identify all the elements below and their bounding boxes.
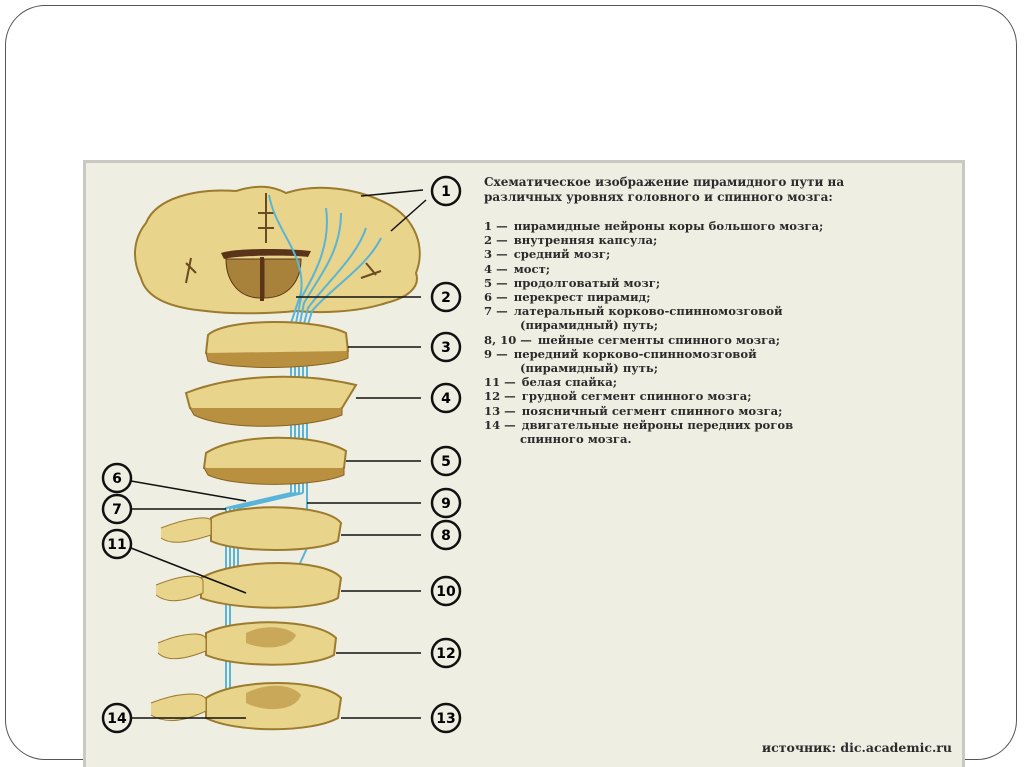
svg-text:2: 2 bbox=[441, 290, 451, 306]
legend-item: 12 — грудной сегмент спинного мозга; bbox=[484, 389, 964, 403]
legend-items: 1 — пирамидные нейроны коры большого мозг… bbox=[484, 219, 964, 446]
callout-6: 6 bbox=[101, 462, 133, 494]
callout-9: 9 bbox=[430, 487, 462, 519]
legend-item-text: двигательные нейроны передних рогов bbox=[521, 417, 794, 432]
legend-item: 6 — перекрест пирамид; bbox=[484, 290, 964, 304]
thoracic-segment-12 bbox=[157, 621, 338, 666]
legend-item: 11 — белая спайка; bbox=[484, 375, 964, 389]
legend-item: 7 — латеральный корково-спинномозговой bbox=[484, 304, 964, 318]
legend-item-text: передний корково-спинномозговой bbox=[513, 346, 757, 361]
callout-11: 11 bbox=[101, 528, 133, 560]
brain-section bbox=[134, 185, 421, 315]
legend-item-text: мост; bbox=[513, 261, 551, 276]
corticospinal-tract bbox=[268, 194, 382, 493]
legend-item-number: 4 — bbox=[484, 261, 508, 276]
legend-item-number: 12 — bbox=[484, 389, 516, 404]
legend-item-text: грудной сегмент спинного мозга; bbox=[521, 389, 752, 404]
svg-text:7: 7 bbox=[112, 502, 122, 518]
callout-14: 14 bbox=[101, 702, 133, 734]
svg-text:3: 3 bbox=[441, 340, 451, 356]
svg-text:14: 14 bbox=[107, 711, 127, 727]
legend-item-number: 9 — bbox=[484, 346, 508, 361]
callout-1: 1 bbox=[430, 175, 462, 207]
callout-5: 5 bbox=[430, 445, 462, 477]
callout-13: 13 bbox=[430, 702, 462, 734]
svg-text:12: 12 bbox=[436, 646, 455, 662]
legend-item: 4 — мост; bbox=[484, 262, 964, 276]
legend-item: 3 — средний мозг; bbox=[484, 247, 964, 261]
legend-item-number: 11 — bbox=[484, 375, 516, 390]
legend-item-text: шейные сегменты спинного мозга; bbox=[537, 332, 780, 347]
lumbar-segment-13 bbox=[150, 682, 343, 731]
svg-text:13: 13 bbox=[436, 711, 455, 727]
legend-item-text: латеральный корково-спинномозговой bbox=[513, 304, 783, 319]
callout-8: 8 bbox=[430, 519, 462, 551]
svg-text:11: 11 bbox=[107, 537, 126, 553]
callout-4: 4 bbox=[430, 382, 462, 414]
midbrain-section bbox=[204, 321, 350, 368]
legend-item-text: пирамидные нейроны коры большого мозга; bbox=[513, 219, 824, 233]
legend-item-text: внутренняя капсула; bbox=[513, 233, 658, 248]
legend-item-number: 2 — bbox=[484, 233, 508, 248]
callout-lines bbox=[130, 189, 427, 719]
legend-item-number: 14 — bbox=[484, 417, 516, 432]
figure-title-line-2: различных уровнях головного и спинного м… bbox=[484, 190, 833, 204]
legend-item-continuation: (пирамидный) путь; bbox=[520, 361, 659, 376]
source-caption: источник: dic.academic.ru bbox=[761, 740, 952, 755]
legend-item-number: 8, 10 — bbox=[484, 332, 532, 347]
pyramidal-tract-diagram: 1 2 3 4 5 6 7 9 8 11 10 12 14 13 bbox=[101, 175, 462, 734]
legend-item-continuation: (пирамидный) путь; bbox=[520, 318, 659, 333]
legend-item-text: белая спайка; bbox=[521, 375, 617, 390]
legend-item-continuation: спинного мозга. bbox=[520, 432, 632, 447]
legend-item-text: поясничный сегмент спинного мозга; bbox=[521, 403, 783, 418]
figure-title-line-1: Схематическое изображение пирамидного пу… bbox=[484, 175, 845, 189]
svg-text:8: 8 bbox=[441, 528, 451, 544]
svg-text:4: 4 bbox=[441, 391, 451, 407]
legend-item: 2 — внутренняя капсула; bbox=[484, 233, 964, 247]
cervical-segment-8 bbox=[160, 506, 343, 551]
callout-10: 10 bbox=[430, 575, 462, 607]
legend-item: 9 — передний корково-спинномозговой bbox=[484, 347, 964, 361]
legend-item: 1 — пирамидные нейроны коры большого мозг… bbox=[484, 219, 964, 233]
svg-text:1: 1 bbox=[441, 184, 451, 200]
svg-text:9: 9 bbox=[441, 496, 451, 512]
legend-item-number: 3 — bbox=[484, 247, 508, 262]
medulla-section bbox=[202, 436, 348, 485]
legend-item-number: 13 — bbox=[484, 403, 516, 418]
svg-text:5: 5 bbox=[441, 454, 451, 470]
legend-item-number: 1 — bbox=[484, 219, 508, 233]
legend-item: 13 — поясничный сегмент спинного мозга; bbox=[484, 404, 964, 418]
legend-item: 14 — двигательные нейроны передних рогов bbox=[484, 418, 964, 432]
legend-item-text: перекрест пирамид; bbox=[513, 290, 651, 305]
legend-item: 5 — продолговатый мозг; bbox=[484, 276, 964, 290]
legend-item-number: 6 — bbox=[484, 290, 508, 305]
cervical-segment-10 bbox=[155, 562, 343, 609]
legend-item: 8, 10 — шейные сегменты спинного мозга; bbox=[484, 333, 964, 347]
callout-12: 12 bbox=[430, 637, 462, 669]
figure-title: Схематическое изображение пирамидного пу… bbox=[484, 175, 964, 205]
legend-item-text: продолговатый мозг; bbox=[513, 275, 661, 290]
legend-item-number: 5 — bbox=[484, 275, 508, 290]
callout-2: 2 bbox=[430, 281, 462, 313]
svg-text:6: 6 bbox=[112, 471, 122, 487]
callout-7: 7 bbox=[101, 493, 133, 525]
legend-item-number: 7 — bbox=[484, 304, 508, 319]
callout-3: 3 bbox=[430, 331, 462, 363]
svg-text:10: 10 bbox=[436, 584, 456, 600]
pons-section bbox=[184, 375, 358, 427]
legend-item-text: средний мозг; bbox=[513, 247, 611, 262]
legend: Схематическое изображение пирамидного пу… bbox=[484, 175, 964, 446]
